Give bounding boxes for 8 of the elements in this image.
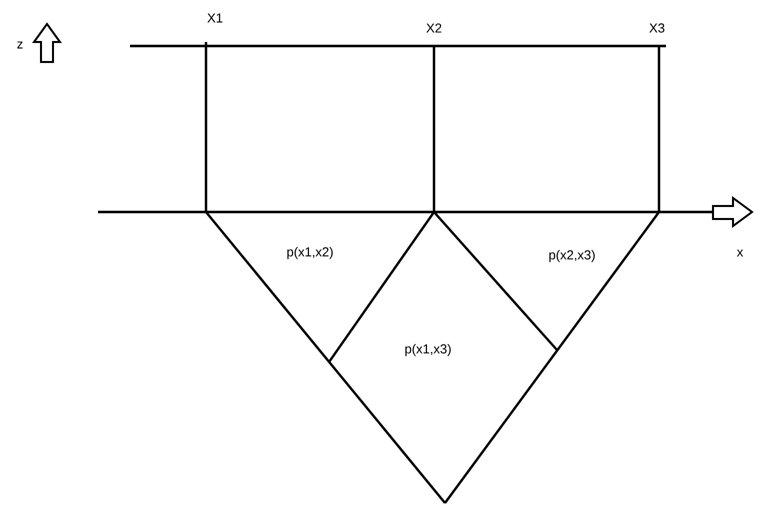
axis-label: p(x1,x3) [405, 344, 451, 356]
axis-label: X1 [207, 14, 222, 22]
axis-label: p(x1,x2) [287, 246, 333, 260]
axis-label: x [736, 250, 744, 256]
axis-label: X2 [426, 23, 442, 33]
axis-label: z [17, 42, 23, 48]
axis-label: p(x2,x3) [549, 250, 595, 262]
axis-label: X3 [649, 23, 664, 33]
